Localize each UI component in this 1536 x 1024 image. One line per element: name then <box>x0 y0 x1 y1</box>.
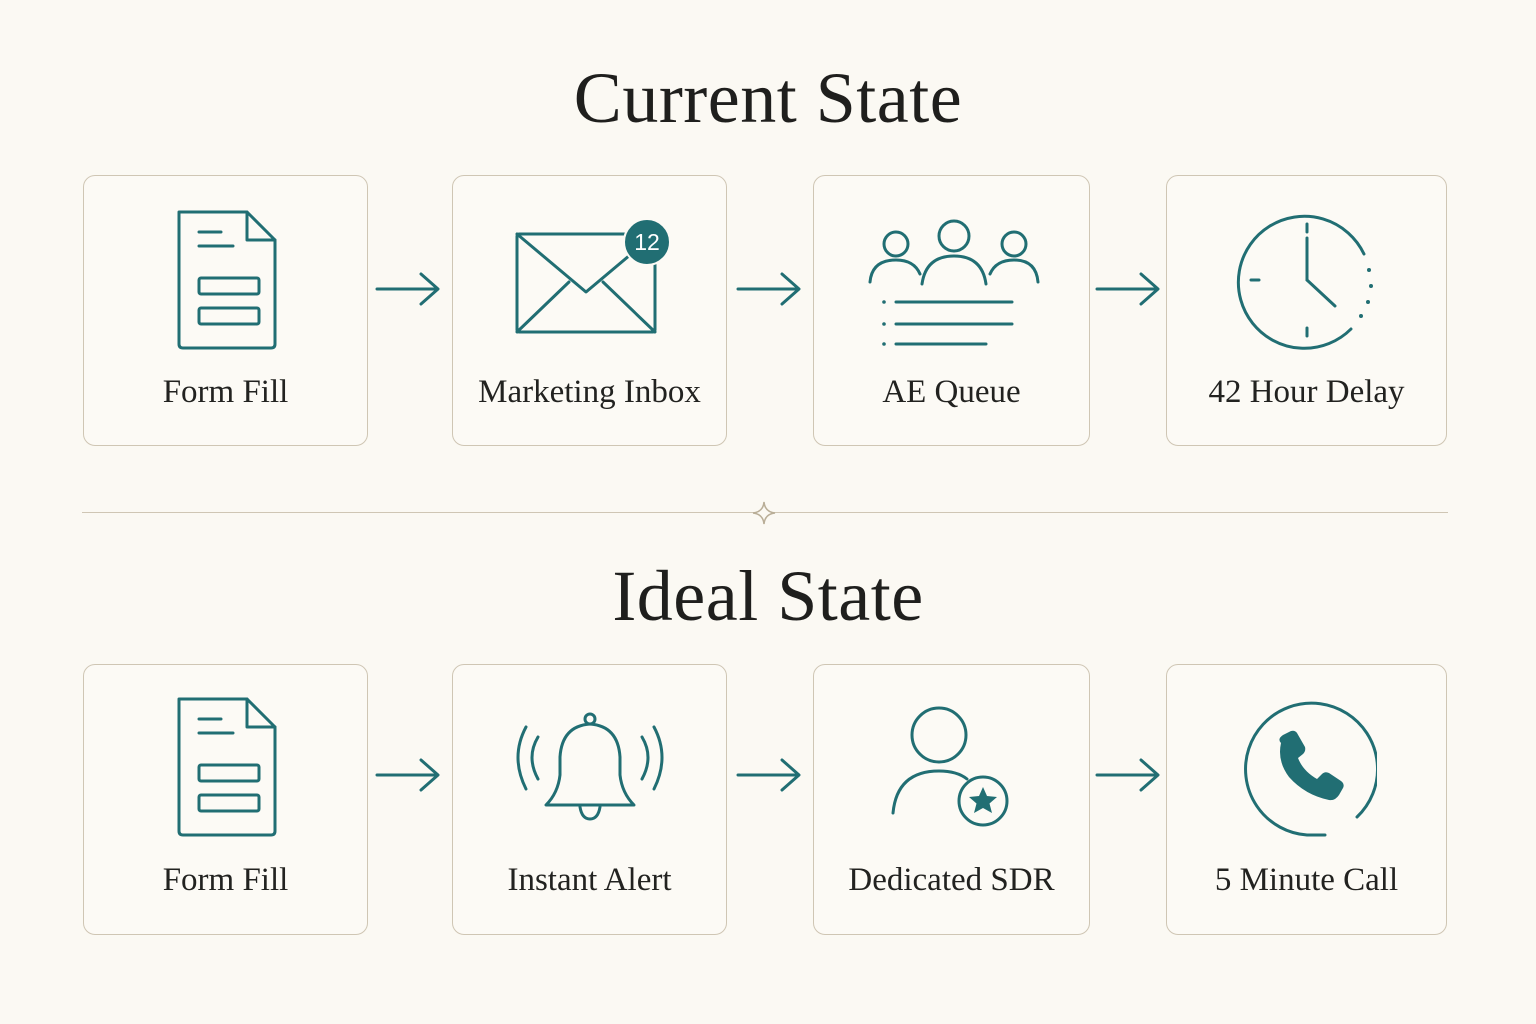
arrow-right-icon <box>1095 272 1160 306</box>
section-title-current: Current State <box>573 58 963 138</box>
clock-icon <box>1236 214 1373 350</box>
unread-count: 12 <box>634 229 660 255</box>
user-star-icon <box>891 706 1008 827</box>
people-queue-icon <box>868 219 1039 346</box>
step-card-5-minute-call: 5 Minute Call <box>1166 664 1447 935</box>
arrow-right-icon <box>375 272 440 306</box>
unread-count-badge: 12 <box>623 218 671 266</box>
ringing-bell-icon <box>516 712 663 821</box>
arrow-right-icon <box>375 758 440 792</box>
step-label: 5 Minute Call <box>1214 862 1399 898</box>
step-label: 42 Hour Delay <box>1208 374 1405 410</box>
step-card-instant-alert: Instant Alert <box>452 664 727 935</box>
step-card-form-fill: Form Fill <box>83 175 368 446</box>
step-label: Marketing Inbox <box>478 374 701 410</box>
phone-icon <box>1243 701 1377 837</box>
arrow-right-icon <box>1095 758 1160 792</box>
step-card-marketing-inbox: 12 Marketing Inbox <box>452 175 727 446</box>
step-card-ae-queue: AE Queue <box>813 175 1090 446</box>
step-card-42-hour-delay: 42 Hour Delay <box>1166 175 1447 446</box>
sparkle-icon <box>752 501 776 525</box>
step-label: AE Queue <box>882 374 1021 410</box>
arrow-right-icon <box>736 758 801 792</box>
document-form-icon <box>177 697 276 837</box>
step-label: Instant Alert <box>507 862 672 898</box>
step-card-dedicated-sdr: Dedicated SDR <box>813 664 1090 935</box>
step-label: Dedicated SDR <box>848 862 1055 898</box>
step-card-form-fill: Form Fill <box>83 664 368 935</box>
arrow-right-icon <box>736 272 801 306</box>
step-label: Form Fill <box>162 862 289 898</box>
step-label: Form Fill <box>162 374 289 410</box>
section-title-ideal: Ideal State <box>612 556 924 636</box>
document-form-icon <box>177 210 276 350</box>
